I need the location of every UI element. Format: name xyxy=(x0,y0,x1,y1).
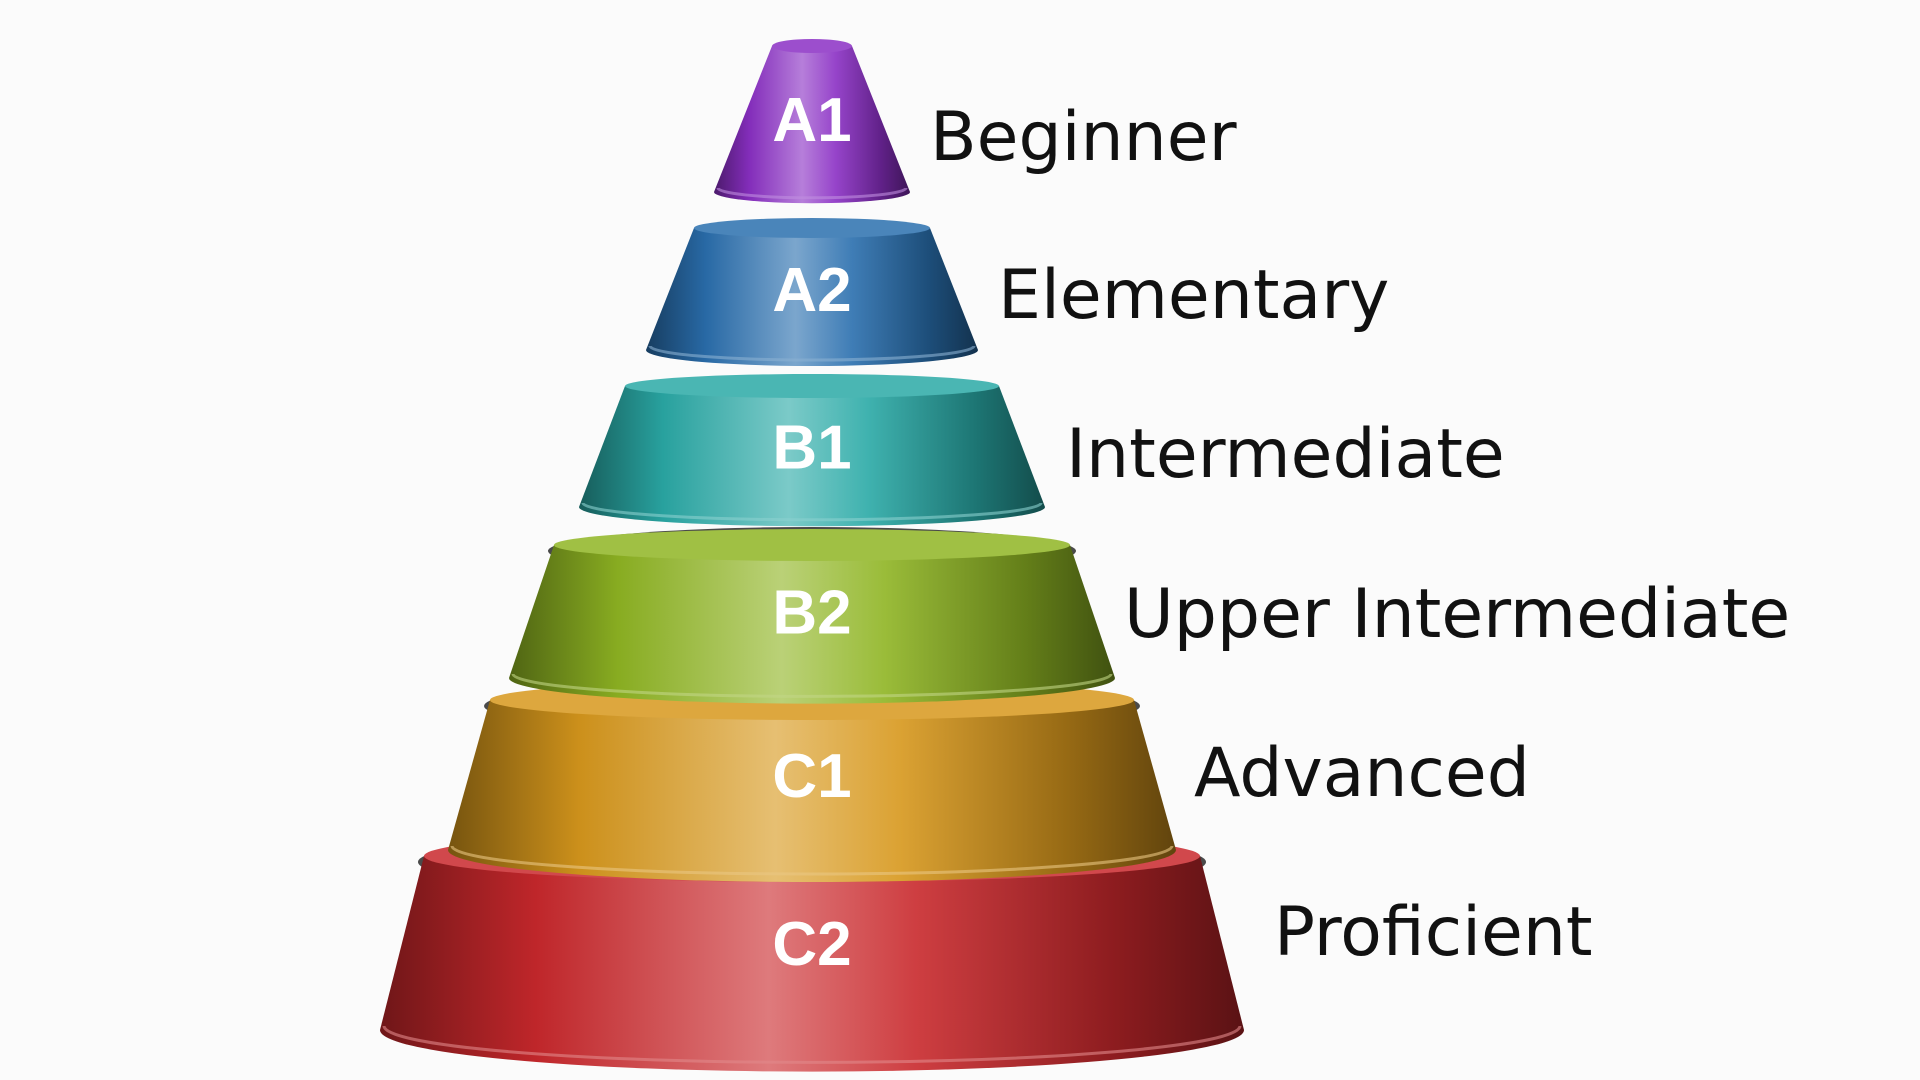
tier-b2-label: Upper Intermediate xyxy=(1124,575,1790,654)
tier-b1-code: B1 xyxy=(772,414,851,483)
tier-a2-top xyxy=(694,218,930,238)
tier-b1-label: Intermediate xyxy=(1066,415,1505,494)
tier-a2: A2 Elementary xyxy=(646,218,1389,366)
tier-b2-body xyxy=(509,545,1115,704)
tier-b2-code: B2 xyxy=(772,579,851,648)
tier-a1-label: Beginner xyxy=(930,98,1237,177)
tier-b1-body xyxy=(579,386,1045,527)
tier-c1-code: C1 xyxy=(772,742,851,811)
tier-b1-rim xyxy=(581,502,1043,522)
tier-c2-rim xyxy=(382,1025,1242,1064)
tier-a1: A1 Beginner xyxy=(714,39,1237,204)
tier-c1: C1 Advanced xyxy=(448,678,1530,882)
tier-c2-label: Proficient xyxy=(1274,893,1593,972)
tier-b2-top xyxy=(554,529,1070,561)
tier-a2-rim xyxy=(648,345,976,362)
tier-a1-rim xyxy=(716,187,908,200)
tier-c1-body xyxy=(448,700,1176,882)
tier-a1-body xyxy=(714,46,910,204)
tier-b2-rim xyxy=(511,673,1113,698)
tier-c1-rim xyxy=(450,845,1174,876)
tier-a2-code: A2 xyxy=(772,256,851,325)
tier-b2: B2 Upper Intermediate xyxy=(509,527,1790,704)
tier-c2-code: C2 xyxy=(772,910,851,979)
tier-b1: B1 Intermediate xyxy=(579,374,1505,527)
tier-a1-top xyxy=(772,39,852,53)
tier-a2-body xyxy=(646,228,978,366)
tier-c2-body xyxy=(380,856,1244,1072)
tier-c1-label: Advanced xyxy=(1194,734,1530,813)
tier-a2-label: Elementary xyxy=(998,256,1389,335)
tier-b1-top xyxy=(625,374,999,398)
tier-a1-code: A1 xyxy=(772,86,851,155)
